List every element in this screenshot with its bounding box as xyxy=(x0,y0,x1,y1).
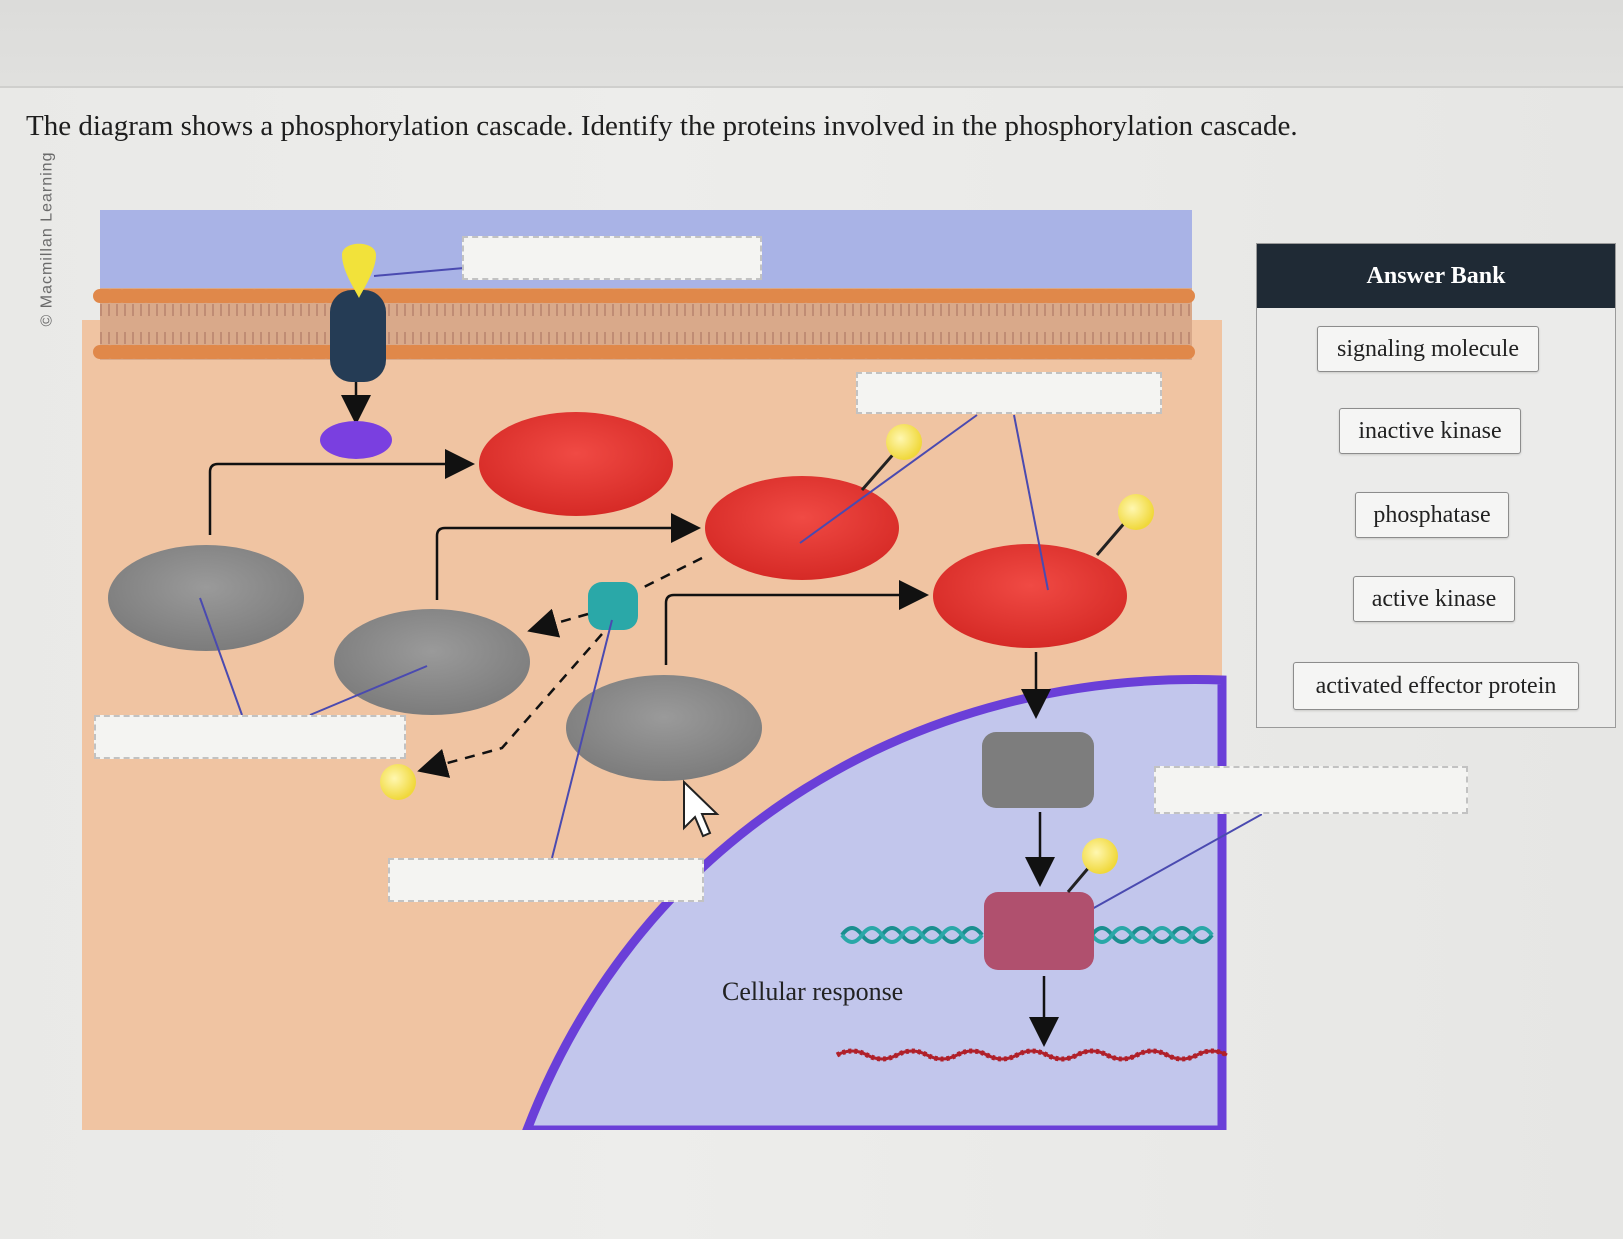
cell-membrane xyxy=(93,288,1199,360)
phosphate-group xyxy=(1082,838,1118,874)
drop-target-active-kinase[interactable] xyxy=(856,372,1162,414)
mrna-strand xyxy=(836,1049,1228,1061)
signaling-molecule-shape xyxy=(342,243,376,298)
answer-chip-signaling-molecule[interactable]: signaling molecule xyxy=(1317,326,1539,372)
dashed-arrow xyxy=(641,556,703,590)
dna-strand xyxy=(840,926,984,944)
leader-line xyxy=(199,597,243,716)
leader-line xyxy=(1013,414,1049,591)
activated-effector-protein xyxy=(984,892,1094,970)
answer-chip-active-kinase[interactable]: active kinase xyxy=(1353,576,1515,622)
active-kinase-2 xyxy=(705,476,899,580)
answer-bank-title: Answer Bank xyxy=(1257,244,1615,308)
active-kinase-1 xyxy=(479,412,673,516)
arrow xyxy=(435,513,701,600)
drop-target-inactive-kinase[interactable] xyxy=(94,715,406,759)
inactive-kinase-2 xyxy=(334,609,530,715)
phosphorylation-cascade-diagram: Cellular response xyxy=(82,210,1468,1130)
leader-line xyxy=(799,414,978,544)
dashed-arrow xyxy=(417,633,603,778)
dna-strand xyxy=(1090,926,1214,944)
cellular-response-label: Cellular response xyxy=(722,977,903,1006)
leader-line xyxy=(551,619,613,859)
leader-line xyxy=(373,267,465,277)
phosphatase-shape xyxy=(588,582,638,630)
browser-top-bar xyxy=(0,0,1623,88)
answer-bank: Answer Bank signaling molecule inactive … xyxy=(1256,243,1616,728)
inactive-effector-protein xyxy=(982,732,1094,808)
drop-target-signaling[interactable] xyxy=(462,236,762,280)
active-kinase-3 xyxy=(933,544,1127,648)
arrow xyxy=(664,580,929,665)
question-text: The diagram shows a phosphorylation casc… xyxy=(26,110,1298,142)
answer-chip-phosphatase[interactable]: phosphatase xyxy=(1355,492,1509,538)
answer-chip-inactive-kinase[interactable]: inactive kinase xyxy=(1339,408,1521,454)
receptor-protein xyxy=(330,290,386,382)
dashed-arrow xyxy=(527,608,589,638)
phosphate-group xyxy=(1118,494,1154,530)
drop-target-effector[interactable] xyxy=(1154,766,1468,814)
answer-chip-activated-effector-protein[interactable]: activated effector protein xyxy=(1293,662,1579,710)
dna-strand xyxy=(840,926,984,944)
arrow xyxy=(208,449,475,535)
mouse-cursor-icon xyxy=(683,779,720,838)
phosphate-group xyxy=(886,424,922,460)
phosphate-bond xyxy=(1066,865,1092,893)
inactive-kinase-3 xyxy=(566,675,762,781)
relay-protein xyxy=(320,421,392,459)
phosphate-bond xyxy=(1095,519,1129,556)
leader-line xyxy=(309,665,428,716)
phosphate-bond xyxy=(860,449,899,491)
drop-target-phosphatase[interactable] xyxy=(388,858,704,902)
diagram-svg: Cellular response xyxy=(82,210,1262,1130)
copyright-side-text: © Macmillan Learning xyxy=(38,151,56,327)
inactive-kinase-1 xyxy=(108,545,304,651)
phosphate-group xyxy=(380,764,416,800)
